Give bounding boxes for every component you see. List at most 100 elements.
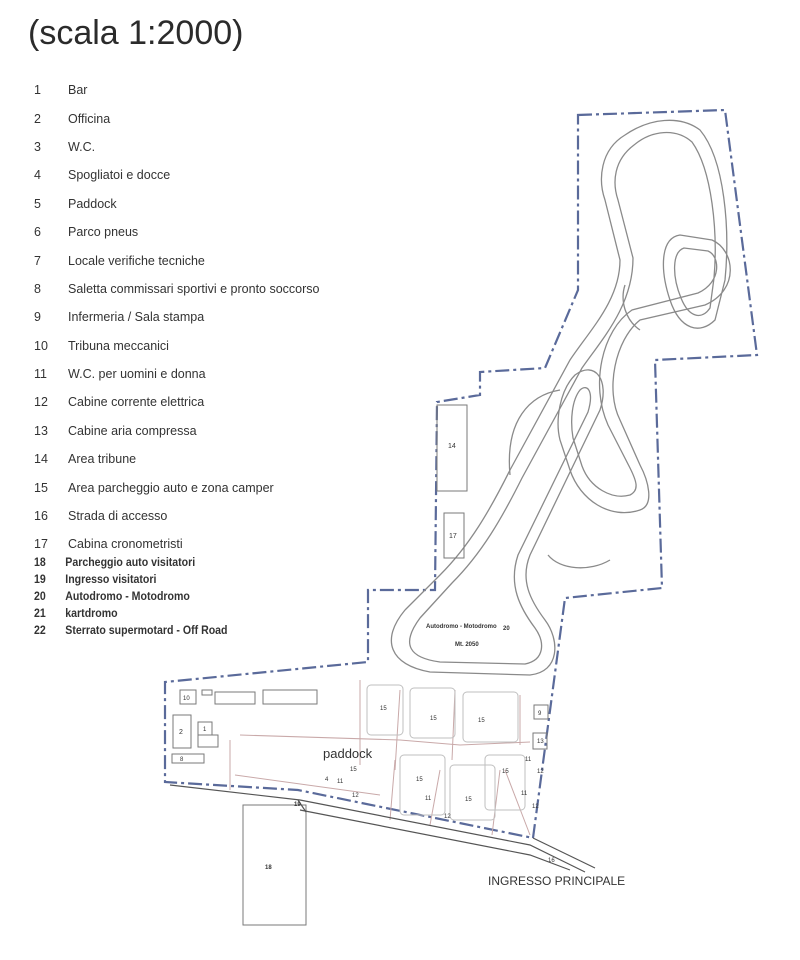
legend-item-label: Spogliatoi e docce <box>68 168 171 183</box>
bar-annex <box>197 734 219 748</box>
legend-item-label: Officina <box>68 111 111 126</box>
legend-item-number: 21 <box>34 608 46 621</box>
perimeter-road <box>169 784 596 873</box>
legend-item-label: Parco pneus <box>68 225 139 240</box>
pit-building-c <box>262 689 318 705</box>
legend-item: 9 Infermeria / Sala stampa <box>34 303 394 331</box>
race-track <box>390 119 731 676</box>
timing-cabin <box>443 512 465 559</box>
bar-num: 1 <box>203 727 207 733</box>
legend-item-number: 12 <box>34 395 48 410</box>
legend-item-number: 19 <box>34 574 46 587</box>
parking-label: 15 <box>478 718 485 724</box>
stewards-room-num: 8 <box>180 757 184 763</box>
air-cabin <box>532 732 548 750</box>
visitor-parking <box>242 804 307 926</box>
legend-item-number: 11 <box>34 367 47 382</box>
legend-item-number: 22 <box>34 625 46 638</box>
legend-item-label: Parcheggio auto visitatori <box>65 557 196 570</box>
legend-item-label: Infermeria / Sala stampa <box>68 310 205 325</box>
parking-label: 15 <box>380 706 387 712</box>
main-entrance-label: INGRESSO PRINCIPALE <box>488 874 625 888</box>
parking-blocks <box>366 684 526 821</box>
wc-label: 11 <box>521 791 528 797</box>
power-label: 12 <box>352 793 359 799</box>
legend-item-number: 13 <box>34 423 48 438</box>
legend-item-label: Cabine aria compressa <box>68 423 197 438</box>
legend-item-label: Sterrato supermotard - Off Road <box>65 625 228 638</box>
legend-item-number: 7 <box>34 253 41 268</box>
legend-item-label: Strada di accesso <box>68 509 168 524</box>
legend-item: 17 Cabina cronometristi <box>34 530 394 558</box>
legend-item: 15 Area parcheggio auto e zona camper <box>34 473 394 501</box>
workshop-num: 2 <box>179 729 183 736</box>
infirmary <box>533 704 549 720</box>
legend-item-label: Bar <box>68 83 88 98</box>
parking-label: 15 <box>416 777 423 783</box>
stewards-room <box>171 753 205 764</box>
track-label: Autodromo - Motodromo <box>426 624 497 630</box>
legend-item-label: Cabine corrente elettrica <box>68 395 205 410</box>
legend-item-number: 6 <box>34 225 41 240</box>
wc-label: 11 <box>425 796 432 802</box>
legend-item: 2 Officina <box>34 104 394 132</box>
timing-cabin-num: 17 <box>449 533 457 540</box>
visitor-entrance-num: 19 <box>294 802 301 808</box>
parking-label: 15 <box>465 797 472 803</box>
track-num: 20 <box>503 626 510 632</box>
parking-label: 15 <box>502 769 509 775</box>
power-label: 12 <box>532 804 539 810</box>
legend-item: 6 Parco pneus <box>34 218 394 246</box>
legend-item: 19 Ingresso visitatori <box>34 572 365 589</box>
legend-item-label: Area parcheggio auto e zona camper <box>68 480 274 495</box>
pit-building-b <box>214 691 256 705</box>
mechanics-tribune <box>179 689 197 705</box>
legend-item-number: 10 <box>34 338 48 353</box>
legend-item-number: 18 <box>34 557 46 570</box>
legend-item: 18 Parcheggio auto visitatori <box>34 555 365 572</box>
tribune-area <box>436 404 468 492</box>
legend-item-number: 20 <box>34 591 46 604</box>
legend-item-number: 2 <box>34 111 41 126</box>
property-boundary <box>163 108 759 840</box>
legend-item-number: 1 <box>34 83 41 98</box>
parking-label: 15 <box>430 716 437 722</box>
tribune-num: 14 <box>448 443 456 450</box>
track-length: Mt. 2050 <box>455 642 479 648</box>
legend-item: 16 Strada di accesso <box>34 502 394 530</box>
legend-item-number: 16 <box>34 509 48 524</box>
legend-item-number: 17 <box>34 537 48 552</box>
legend-item: 3 W.C. <box>34 133 394 161</box>
buildings <box>171 404 549 926</box>
pit-building-a <box>201 689 213 696</box>
paddock-label: paddock <box>323 746 373 761</box>
legend-item-number: 15 <box>34 480 48 495</box>
legend-item-number: 9 <box>34 310 41 325</box>
legend-item: 12 Cabine corrente elettrica <box>34 388 394 416</box>
air-cabin-num: 13 <box>537 739 544 745</box>
legend-list-bold: 18 Parcheggio auto visitatori 19 Ingresso v… <box>34 555 394 640</box>
legend-item-label: Cabina cronometristi <box>68 537 183 552</box>
legend-item: 22 Sterrato supermotard - Off Road <box>34 623 365 640</box>
legend-item: 13 Cabine aria compressa <box>34 417 394 445</box>
parking-label: 15 <box>350 767 357 773</box>
legend-item-number: 8 <box>34 281 41 296</box>
legend-item: 11 W.C. per uomini e donna <box>34 360 394 388</box>
legend-item-label: Ingresso visitatori <box>65 574 157 587</box>
changing-rooms-num: 4 <box>325 777 329 783</box>
legend-item-label: W.C. per uomini e donna <box>68 367 206 382</box>
visitor-parking-num: 18 <box>265 865 272 871</box>
legend-item-number: 14 <box>34 452 48 467</box>
legend-item-label: Area tribune <box>68 452 137 467</box>
legend-item-number: 3 <box>34 139 41 154</box>
legend-item-label: Locale verifiche tecniche <box>68 253 205 268</box>
legend-item-label: W.C. <box>68 139 96 154</box>
